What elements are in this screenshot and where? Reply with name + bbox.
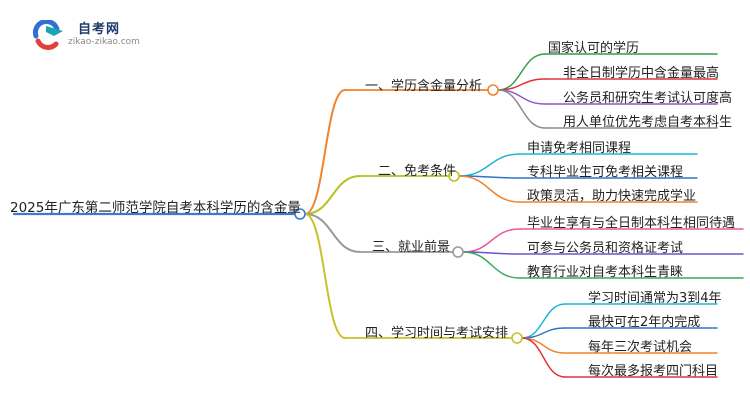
leaf-topic[interactable]: 可参与公务员和资格证考试 [527,241,684,256]
branch-to-leaf-edge [521,337,566,354]
logo-name: 自考网 [78,22,121,37]
root-to-branch-edge [304,89,346,215]
leaf-topic[interactable]: 非全日制学历中含金量最高 [563,66,720,81]
branch-topic-3[interactable]: 三、就业前景 [372,240,451,255]
leaf-topic[interactable]: 每年三次考试机会 [588,340,693,355]
mindmap-nodes [294,84,523,344]
branch-to-leaf-edge [497,89,546,129]
leaf-topic[interactable]: 每次最多报考四门科目 [588,364,719,379]
mindmap-edges [12,53,744,378]
branch-node[interactable] [452,246,464,258]
leaf-topic[interactable]: 用人单位优先考虑自考本科生 [563,115,733,130]
logo-graduation-icon [32,20,63,50]
root-to-branch-edge [304,213,346,339]
root-to-branch-edge [304,175,361,215]
root-node[interactable] [294,208,306,220]
branch-node[interactable] [511,332,523,344]
branch-topic-4[interactable]: 四、学习时间与考试安排 [365,326,509,341]
branch-to-leaf-edge [458,153,521,177]
leaf-topic[interactable]: 教育行业对自考本科生青睐 [527,265,684,280]
branch-to-leaf-edge [458,175,521,203]
logo-url: zikao-zikao.com [68,37,140,47]
leaf-topic[interactable]: 国家认可的学历 [548,41,640,56]
leaf-topic[interactable]: 学习时间通常为3到4年 [588,291,722,306]
branch-topic-1[interactable]: 一、学历含金量分析 [365,79,483,94]
leaf-topic[interactable]: 毕业生享有与全日制本科生相同待遇 [527,216,736,231]
branch-node[interactable] [448,170,460,182]
root-topic[interactable]: 2025年广东第二师范学院自考本科学历的含金量 [10,200,301,216]
leaf-topic[interactable]: 公务员和研究生考试认可度高 [563,91,733,106]
branch-topic-2[interactable]: 二、免考条件 [378,164,457,179]
branch-to-leaf-edge [521,337,566,378]
leaf-topic[interactable]: 政策灵活，助力快速完成学业 [527,189,697,204]
site-logo[interactable]: 自考网 zikao-zikao.com [32,18,140,52]
branch-to-leaf-edge [462,228,521,253]
leaf-topic[interactable]: 申请免考相同课程 [527,141,632,156]
branch-to-leaf-edge [462,251,521,279]
root-to-branch-edge [304,213,361,253]
leaf-topic[interactable]: 专科毕业生可免考相关课程 [527,165,684,180]
branch-node[interactable] [487,84,499,96]
leaf-topic[interactable]: 最快可在2年内完成 [588,315,701,330]
